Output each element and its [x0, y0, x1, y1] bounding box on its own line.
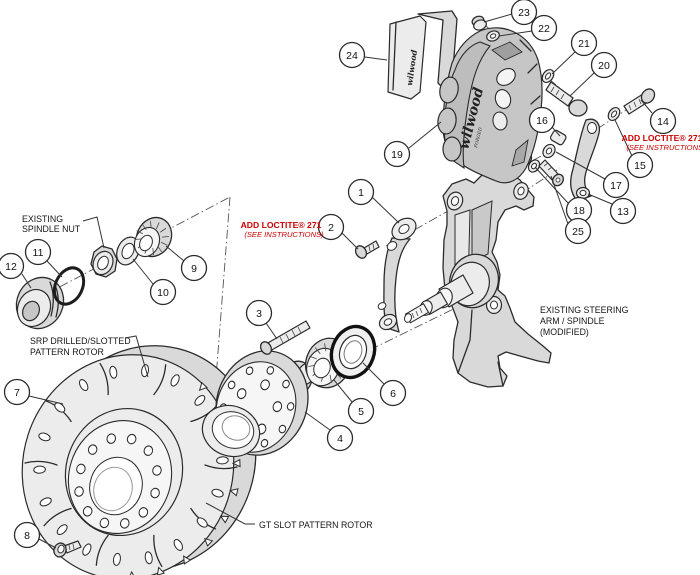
svg-text:18: 18 — [573, 205, 585, 217]
callout-12: 12 — [0, 252, 25, 280]
svg-text:SPINDLE NUT: SPINDLE NUT — [22, 224, 81, 234]
callout-11: 11 — [24, 238, 52, 266]
spacer-16 — [549, 129, 567, 146]
callout-10: 10 — [149, 278, 177, 306]
svg-text:(SEE INSTRUCTIONS): (SEE INSTRUCTIONS) — [244, 230, 324, 239]
caliper-bolt-23 — [471, 15, 487, 31]
loctite-note-right: ADD LOCTITE® 271 (SEE INSTRUCTIONS) — [622, 133, 700, 152]
caliper-washer-22 — [486, 30, 500, 42]
svg-text:17: 17 — [610, 180, 622, 192]
svg-text:13: 13 — [617, 206, 629, 218]
svg-text:11: 11 — [33, 247, 44, 259]
svg-text:4: 4 — [337, 433, 343, 445]
label-existing-spindle-nut: EXISTING SPINDLE NUT — [22, 214, 81, 234]
svg-text:12: 12 — [5, 261, 17, 273]
callout-3: 3 — [245, 299, 273, 327]
caliper: wilwood FORGED — [437, 27, 543, 184]
callout-4: 4 — [326, 424, 354, 452]
rotor-drill-holes — [33, 364, 229, 566]
label-srp-rotor: SRP DRILLED/SLOTTED PATTERN ROTOR — [30, 336, 131, 357]
svg-text:23: 23 — [518, 7, 530, 19]
callout-7: 7 — [3, 378, 31, 406]
callout-19: 19 — [383, 140, 411, 168]
callout-18: 18 — [565, 196, 593, 224]
bolt-14 — [623, 88, 656, 115]
svg-text:PATTERN ROTOR: PATTERN ROTOR — [30, 347, 104, 357]
callout-14: 14 — [649, 107, 677, 135]
svg-text:SRP DRILLED/SLOTTED: SRP DRILLED/SLOTTED — [30, 336, 131, 346]
svg-text:8: 8 — [24, 530, 30, 542]
svg-text:ADD LOCTITE® 271: ADD LOCTITE® 271 — [241, 220, 322, 230]
washer-17 — [542, 143, 556, 159]
hub-bolt — [259, 320, 311, 355]
callout-15: 15 — [626, 151, 654, 179]
svg-text:EXISTING: EXISTING — [22, 214, 63, 224]
svg-text:6: 6 — [390, 388, 396, 400]
label-gt-rotor: GT SLOT PATTERN ROTOR — [259, 520, 373, 530]
svg-text:21: 21 — [578, 38, 590, 50]
brake-pads: wilwood — [387, 10, 458, 100]
grease-seal — [329, 324, 377, 380]
callout-21: 21 — [570, 29, 598, 57]
o-ring — [52, 266, 86, 306]
svg-text:19: 19 — [391, 149, 403, 161]
svg-text:5: 5 — [358, 406, 364, 418]
svg-text:15: 15 — [634, 160, 646, 172]
callout-20: 20 — [590, 51, 618, 79]
callout-24: 24 — [338, 41, 366, 69]
callout-1: 1 — [347, 178, 375, 206]
svg-text:EXISTING STEERING: EXISTING STEERING — [540, 305, 629, 315]
leader-lines — [21, 13, 653, 549]
washer-21 — [541, 68, 555, 84]
callout-8: 8 — [13, 521, 41, 549]
svg-text:3: 3 — [256, 308, 262, 320]
svg-text:20: 20 — [598, 60, 610, 72]
svg-text:22: 22 — [538, 23, 550, 35]
caliper-bracket-arm — [545, 81, 601, 202]
svg-text:GT SLOT PATTERN ROTOR: GT SLOT PATTERN ROTOR — [259, 520, 373, 530]
bolt-25 — [538, 159, 564, 187]
svg-text:24: 24 — [346, 50, 358, 62]
svg-text:ARM / SPINDLE: ARM / SPINDLE — [540, 316, 605, 326]
mount-bracket — [377, 217, 417, 333]
rotor-bolt-holes — [74, 433, 162, 529]
svg-text:2: 2 — [328, 222, 334, 234]
svg-text:9: 9 — [191, 263, 197, 275]
svg-text:(MODIFIED): (MODIFIED) — [540, 327, 589, 337]
rotor-set-screw — [53, 540, 82, 558]
callout-23: 23 — [510, 0, 538, 26]
washer-15 — [607, 106, 621, 122]
loctite-note-left: ADD LOCTITE® 271 (SEE INSTRUCTIONS) — [241, 220, 325, 239]
svg-text:14: 14 — [657, 116, 669, 128]
svg-text:10: 10 — [157, 287, 169, 299]
spindle-nut — [90, 245, 118, 278]
callout-16: 16 — [528, 106, 556, 134]
outer-bearing — [133, 216, 173, 258]
svg-text:(SEE INSTRUCTIONS): (SEE INSTRUCTIONS) — [626, 143, 700, 152]
svg-text:25: 25 — [572, 226, 584, 238]
callout-25: 25 — [564, 217, 592, 245]
svg-text:16: 16 — [536, 115, 548, 127]
callout-22: 22 — [530, 14, 558, 42]
spindle-stub-axle — [403, 253, 500, 324]
bracket-bolt — [354, 240, 380, 259]
brake-rotor — [21, 345, 257, 575]
callout-13: 13 — [609, 197, 637, 225]
caliper-sub-text: FORGED — [473, 127, 484, 150]
callout-9: 9 — [180, 254, 208, 282]
svg-text:1: 1 — [358, 187, 364, 199]
hub-assembly — [201, 350, 316, 458]
spindle-washer — [116, 236, 140, 266]
callout-17: 17 — [602, 171, 630, 199]
svg-text:7: 7 — [14, 387, 20, 399]
callout-2: 2 — [317, 213, 345, 241]
callout-5: 5 — [347, 397, 375, 425]
label-existing-steering-arm: EXISTING STEERING ARM / SPINDLE (MODIFIE… — [540, 305, 629, 337]
svg-text:ADD LOCTITE® 271: ADD LOCTITE® 271 — [622, 133, 700, 143]
callout-6: 6 — [379, 379, 407, 407]
